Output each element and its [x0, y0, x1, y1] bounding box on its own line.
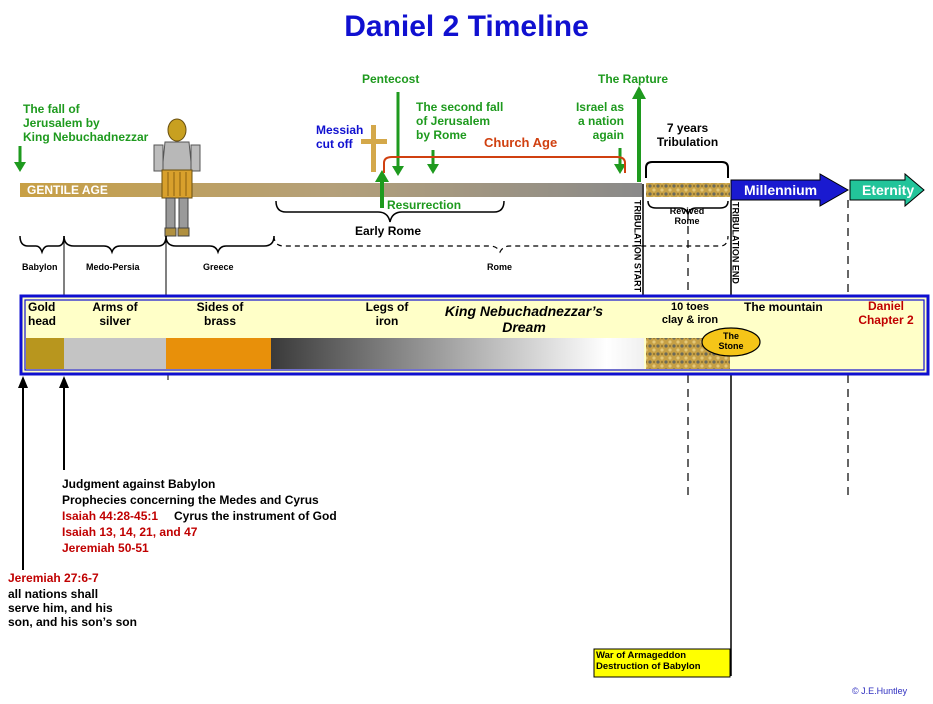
toes-label: 10 toes clay & iron	[661, 301, 719, 326]
church-age-bracket	[383, 156, 626, 173]
statue-figure	[153, 118, 201, 237]
mountain-label: The mountain	[744, 300, 823, 314]
armageddon-box	[593, 648, 731, 678]
dream-title: King Nebuchadnezzar’s Dream	[444, 303, 604, 336]
church-age-label: Church Age	[484, 135, 558, 150]
cross-icon	[361, 125, 387, 172]
empire-medo-persia: Medo-Persia	[86, 262, 140, 272]
page-title: Daniel 2 Timeline	[344, 10, 589, 43]
revived-rome-label: Revived Rome	[669, 206, 705, 227]
arms-silver-label: Arms of silver	[92, 300, 138, 328]
jeremiah-27-text: all nations shall serve him, and his son…	[8, 587, 137, 629]
daniel-chapter-label: Daniel Chapter 2	[858, 299, 914, 327]
iron-swatch	[271, 338, 644, 369]
isaiah-ref: Isaiah 44:28-45:1	[62, 509, 159, 523]
tribulation-start-label: TRIBULATION START	[632, 200, 643, 293]
reference-arrows	[18, 376, 69, 570]
tribulation-end-label: TRIBULATION END	[730, 202, 741, 284]
seven-years-label: 7 years Tribulation	[656, 121, 719, 149]
judgment-line1: Judgment against Babylon	[62, 477, 216, 491]
stone-label: The Stone	[718, 331, 744, 352]
gentile-age-label: GENTILE AGE	[27, 183, 108, 197]
tribulation-bracket	[645, 161, 729, 178]
armageddon-label: War of Armageddon Destruction of Babylon	[596, 650, 701, 672]
jeremiah-27-ref: Jeremiah 27:6-7	[8, 571, 99, 585]
gold-head-label: Gold head	[28, 300, 57, 328]
empire-greece: Greece	[203, 262, 234, 272]
babylon-brace	[19, 235, 65, 255]
resurrection-label: Resurrection	[387, 198, 462, 212]
gold-swatch	[26, 338, 64, 369]
millennium-arrow	[730, 173, 850, 207]
silver-swatch	[64, 338, 166, 369]
millennium-label: Millennium	[744, 182, 818, 198]
stone-shape	[701, 327, 761, 357]
sides-brass-label: Sides of brass	[196, 300, 244, 328]
greece-brace	[165, 235, 275, 255]
rome-brace	[273, 235, 729, 254]
eternity-arrow	[849, 172, 925, 208]
rapture-label: The Rapture	[598, 72, 669, 86]
early-rome-brace	[275, 200, 505, 223]
isaiah-text: Cyrus the instrument of God	[174, 509, 337, 523]
messiah-label: Messiah cut off	[316, 123, 364, 151]
empire-rome: Rome	[487, 262, 513, 272]
copyright-label: © J.E.Huntley	[852, 686, 908, 696]
judgment-line2: Prophecies concerning the Medes and Cyru…	[62, 493, 319, 507]
isaiah-list: Isaiah 13, 14, 21, and 47	[62, 525, 198, 539]
brass-swatch	[166, 338, 271, 369]
tribulation-bar	[646, 183, 730, 197]
eternity-label: Eternity	[862, 182, 915, 198]
medo-persia-brace	[63, 235, 167, 255]
pentecost-label: Pentecost	[362, 72, 420, 86]
israel-nation-label: Israel as a nation again	[575, 100, 624, 142]
jeremiah-50-51: Jeremiah 50-51	[62, 541, 149, 555]
gentile-age-bar	[20, 183, 642, 197]
legs-iron-label: Legs of iron	[365, 300, 409, 328]
early-rome-label: Early Rome	[355, 224, 422, 238]
fall-of-jerusalem-label: The fall of Jerusalem by King Nebuchadne…	[23, 102, 149, 144]
empire-babylon: Babylon	[22, 262, 58, 272]
second-fall-label: The second fall of Jerusalem by Rome	[416, 100, 504, 142]
